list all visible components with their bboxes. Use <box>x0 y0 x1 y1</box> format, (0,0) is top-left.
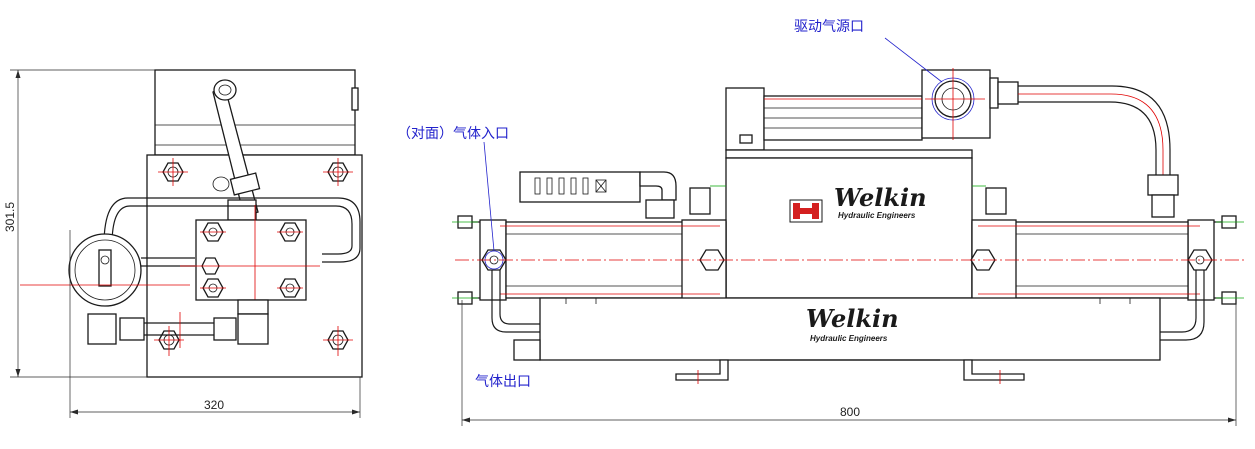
side-width-dimension: 320 <box>69 230 361 418</box>
brand-name-lower: Welkin <box>806 304 899 333</box>
front-length-dimension: 800 <box>461 300 1237 426</box>
front-lower-housing: Welkin Hydraulic Engineers <box>513 297 1161 384</box>
brand-name-upper: Welkin <box>834 183 927 212</box>
front-view: Welkin Hydraulic Engineers <box>397 19 1245 426</box>
brand-subtitle-upper: Hydraulic Engineers <box>838 211 916 220</box>
side-bolt-top-right <box>323 158 353 186</box>
gas-outlet-label: 气体出口 <box>475 374 531 390</box>
side-bolt-top-left <box>158 158 188 186</box>
side-diagonal-tube <box>212 79 261 221</box>
side-pressure-gauge <box>20 233 190 307</box>
front-central-body <box>725 157 973 299</box>
side-bottom-fittings <box>87 299 269 348</box>
side-height-dimension: 301.5 <box>3 69 155 378</box>
side-view: 301.5 320 <box>3 69 363 418</box>
height-dimension-label: 301.5 <box>3 202 17 232</box>
brand-subtitle-lower: Hydraulic Engineers <box>810 334 888 343</box>
length-dimension-label: 800 <box>840 405 860 419</box>
h-logo-icon <box>789 199 823 223</box>
front-cylinders <box>452 215 1245 305</box>
side-valve-block <box>180 205 320 312</box>
gas-inlet-label: （对面）气体入口 <box>397 126 509 142</box>
width-dimension-label: 320 <box>204 398 224 412</box>
drive-air-inlet-label: 驱动气源口 <box>794 19 864 35</box>
front-drive-air-port <box>921 69 1019 139</box>
side-top-block <box>154 69 356 156</box>
front-muffler <box>519 171 677 219</box>
side-bolt-bottom-right <box>323 326 353 356</box>
